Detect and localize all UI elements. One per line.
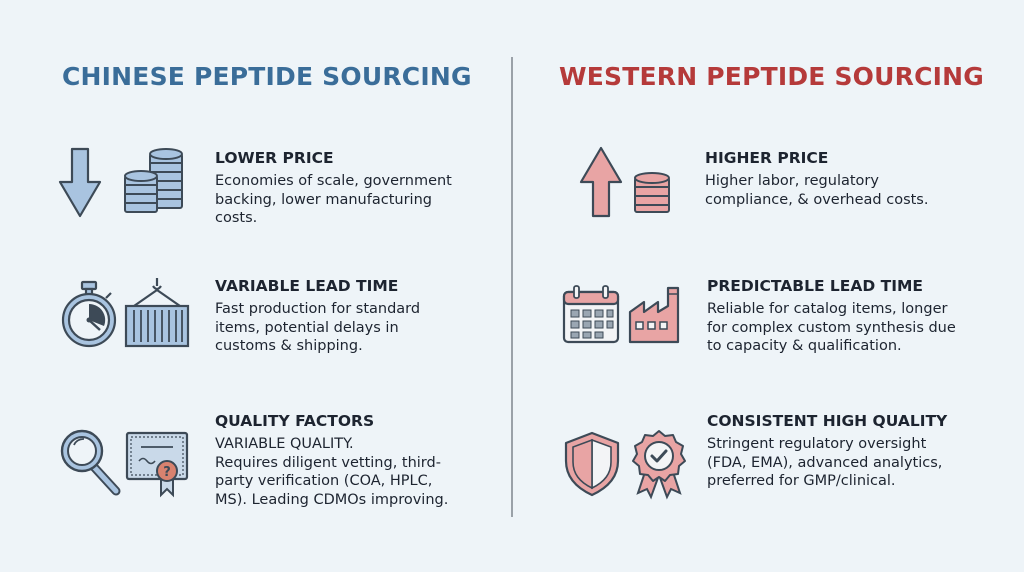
variable-lead-time-desc: Fast production for standard items, pote… — [215, 301, 421, 354]
arrow-up-icon — [578, 146, 624, 218]
certificate-question-icon: ? — [125, 431, 189, 498]
higher-price-title: HIGHER PRICE — [705, 149, 829, 167]
consistent-high-quality-title: CONSISTENT HIGH QUALITY — [707, 412, 948, 430]
column-divider — [511, 57, 513, 517]
arrow-down-icon — [58, 147, 102, 218]
calendar-icon — [562, 284, 620, 344]
quality-factors-desc-line1: VARIABLE QUALITY. — [215, 436, 354, 452]
shield-icon — [564, 431, 620, 497]
lower-price-desc: Economies of scale, government backing, … — [215, 173, 452, 226]
lower-price-icons — [58, 146, 192, 218]
quality-factors-text: QUALITY FACTORS VARIABLE QUALITY. Requir… — [215, 412, 475, 509]
chinese-sourcing-heading: CHINESE PEPTIDE SOURCING — [62, 62, 472, 91]
quality-factors-row: ? QUALITY FACTORS VARIABLE QUALITY. Requ… — [0, 405, 512, 525]
svg-text:?: ? — [163, 465, 171, 480]
shipping-container-icon — [124, 276, 190, 350]
higher-price-desc: Higher labor, regulatory compliance, & o… — [705, 173, 929, 208]
consistent-high-quality-desc: Stringent regulatory oversight (FDA, EMA… — [707, 436, 943, 489]
magnifying-glass-icon — [60, 427, 122, 497]
lower-price-row: LOWER PRICE Economies of scale, governme… — [0, 140, 512, 230]
predictable-lead-time-text: PREDICTABLE LEAD TIME Reliable for catal… — [707, 277, 967, 356]
quality-badge-check-icon — [630, 429, 688, 500]
predictable-lead-time-row: PREDICTABLE LEAD TIME Reliable for catal… — [512, 270, 1024, 370]
stopwatch-icon — [60, 278, 118, 348]
higher-price-text: HIGHER PRICE Higher labor, regulatory co… — [705, 149, 943, 209]
predictable-lead-time-title: PREDICTABLE LEAD TIME — [707, 277, 924, 295]
western-sourcing-heading: WESTERN PEPTIDE SOURCING — [559, 62, 984, 91]
variable-lead-time-title: VARIABLE LEAD TIME — [215, 277, 399, 295]
lower-price-title: LOWER PRICE — [215, 149, 334, 167]
higher-price-row: HIGHER PRICE Higher labor, regulatory co… — [512, 140, 1024, 230]
quality-factors-title: QUALITY FACTORS — [215, 412, 375, 430]
chinese-sourcing-column: CHINESE PEPTIDE SOURCING — [0, 62, 512, 525]
lower-price-text: LOWER PRICE Economies of scale, governme… — [215, 149, 465, 228]
predictable-lead-time-desc: Reliable for catalog items, longer for c… — [707, 301, 956, 354]
coin-stacks-icon — [123, 148, 185, 216]
factory-icon — [628, 284, 686, 344]
variable-lead-time-text: VARIABLE LEAD TIME Fast production for s… — [215, 277, 451, 356]
western-sourcing-column: WESTERN PEPTIDE SOURCING HIGHER PRICE Hi… — [512, 0, 1024, 572]
variable-lead-time-row: VARIABLE LEAD TIME Fast production for s… — [0, 270, 512, 370]
consistent-high-quality-text: CONSISTENT HIGH QUALITY Stringent regula… — [707, 412, 969, 491]
coin-stack-icon — [632, 172, 672, 216]
quality-factors-desc: Requires diligent vetting, third-party v… — [215, 454, 449, 508]
consistent-high-quality-row: CONSISTENT HIGH QUALITY Stringent regula… — [512, 405, 1024, 525]
